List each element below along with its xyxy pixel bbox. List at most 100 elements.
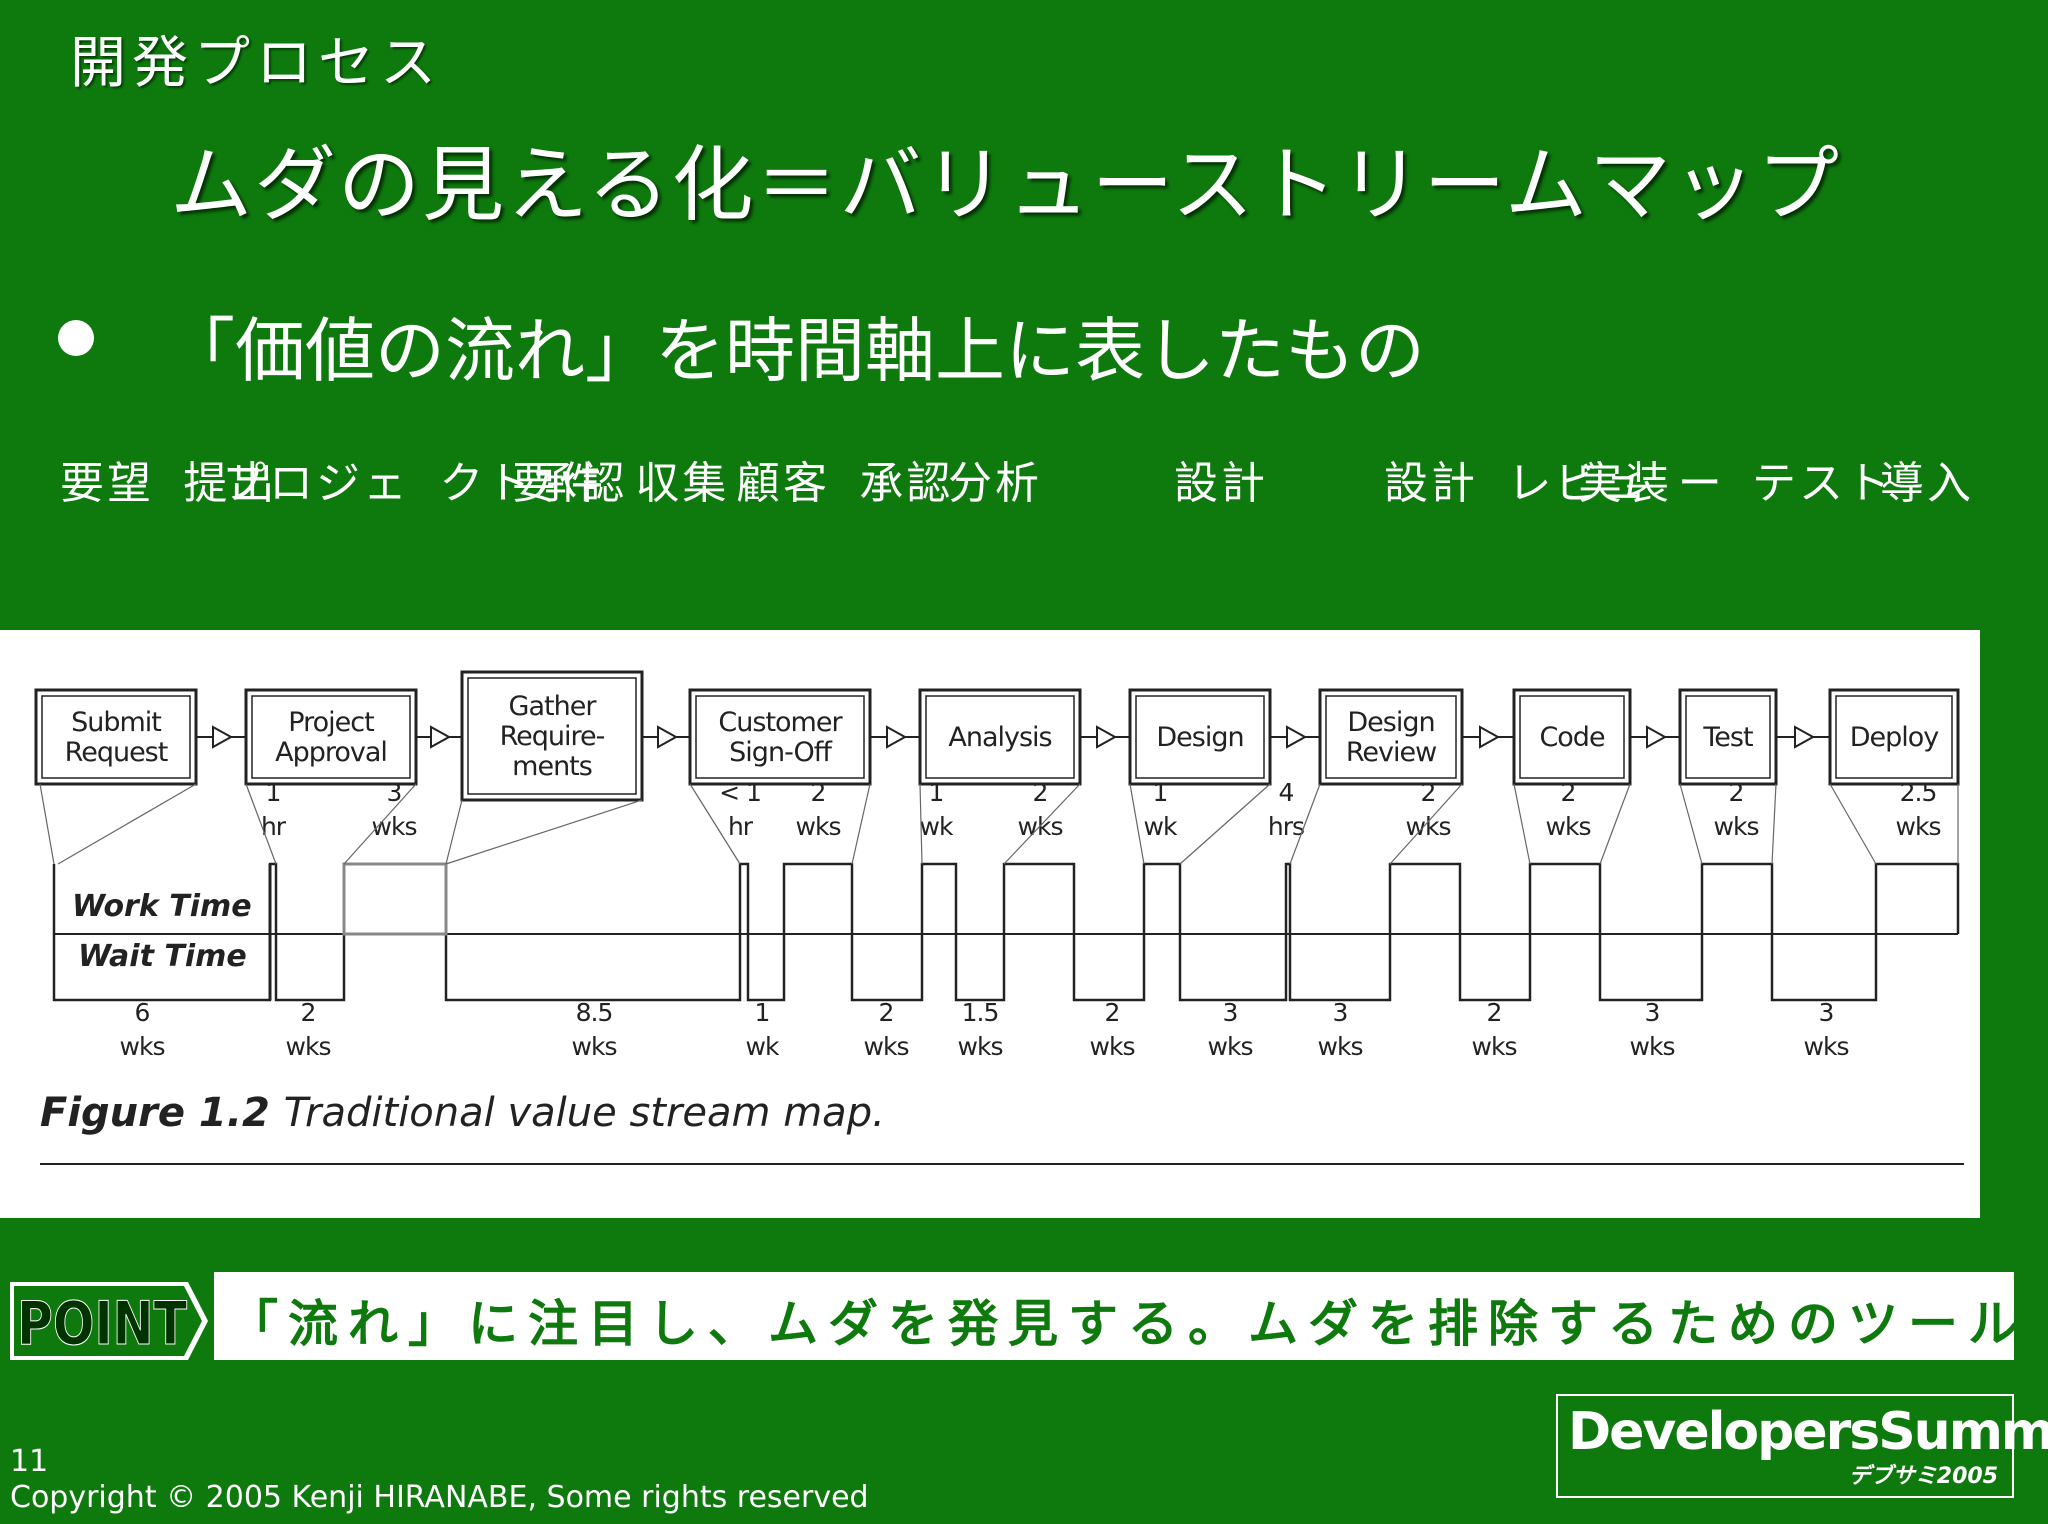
point-badge-label: POINT <box>17 1289 187 1359</box>
push-arrow-icon <box>886 725 908 749</box>
push-arrow-icon <box>1646 725 1668 749</box>
jp-step-deploy: 導入 <box>1880 462 1974 512</box>
logo-main-text: DevelopersSummit <box>1568 1402 2048 1462</box>
jp-step-design-review: 設計 レビュ ー <box>1384 462 1725 512</box>
slide-title: ムダの見える化＝バリューストリームマップ <box>170 138 1841 233</box>
connector-line <box>445 799 643 865</box>
process-box <box>1828 688 1960 786</box>
push-arrow-icon <box>1479 725 1501 749</box>
slide-section-title: 開発プロセス <box>70 31 442 96</box>
process-step-label: Design <box>1156 722 1243 753</box>
process-box-inner <box>467 677 637 795</box>
connector-line <box>1513 783 1531 865</box>
wait-time-label: Wait Time <box>78 939 247 974</box>
process-box-inner <box>1135 695 1265 779</box>
developers-summit-logo: DevelopersSummit デブサミ2005 <box>1556 1394 2048 1498</box>
process-box-inner <box>251 695 411 779</box>
process-step-label: Deploy <box>1850 722 1940 753</box>
jp-step-analysis: 分析 <box>948 462 1042 512</box>
connector-line <box>1179 783 1271 865</box>
push-arrow-icon <box>1286 725 1308 749</box>
push-arrow-icon <box>657 725 679 749</box>
jp-step-submit: 要望 提出 <box>60 462 278 512</box>
process-step-label: Analysis <box>948 722 1051 753</box>
connector-line <box>1771 783 1777 865</box>
bullet-dot <box>58 320 94 356</box>
process-box-inner <box>1835 695 1953 779</box>
timeline-wave <box>52 862 1960 1002</box>
jp-step-project-approval: プロジェ クト承認 <box>222 462 628 512</box>
process-box <box>918 688 1082 786</box>
point-badge: POINT <box>10 1282 208 1360</box>
process-box <box>1318 688 1464 786</box>
page-number: 11 <box>10 1444 49 1479</box>
connector-line <box>445 799 463 865</box>
jp-step-test: テスト <box>1752 462 1893 512</box>
push-arrow-icon <box>430 725 452 749</box>
connector-line <box>919 783 923 865</box>
figure-caption-number: Figure 1.2 <box>40 1090 284 1136</box>
figure-caption-text: Traditional value stream map. <box>284 1090 885 1136</box>
jp-step-code: 実装 <box>1578 462 1672 512</box>
connector-line <box>1829 783 1877 865</box>
process-step-label: Code <box>1539 722 1605 753</box>
process-box-inner <box>925 695 1075 779</box>
process-box-inner <box>1325 695 1457 779</box>
process-box <box>1128 688 1272 786</box>
work-time-label: Work Time <box>72 889 252 924</box>
bullet-text: 「価値の流れ」を時間軸上に表したもの <box>165 310 1425 392</box>
push-arrow-icon <box>1096 725 1118 749</box>
connector-line <box>343 783 417 865</box>
push-arrow-icon <box>212 725 234 749</box>
process-box-inner <box>1519 695 1625 779</box>
connector-line <box>851 783 871 865</box>
timeline-work-segment <box>342 862 448 936</box>
connector-line <box>1599 783 1631 865</box>
connector-line <box>1003 783 1081 865</box>
push-arrow-icon <box>1794 725 1816 749</box>
point-text: 「流れ」に注目し、ムダを発見する。ムダを排除するためのツール。 <box>228 1295 2048 1353</box>
connector-line <box>1129 783 1145 865</box>
jp-step-gather-requirements: 要件 収集 <box>512 462 730 512</box>
connector-line <box>39 783 55 865</box>
jp-step-customer-signoff: 顧客 承認 <box>736 462 954 512</box>
connector-line <box>57 783 197 865</box>
jp-step-design: 設計 <box>1174 462 1268 512</box>
process-box-inner <box>695 695 865 779</box>
connector-line <box>1389 783 1463 865</box>
connector-line <box>1679 783 1703 865</box>
process-box-inner <box>41 695 191 779</box>
connector-line <box>245 783 277 865</box>
process-box-inner <box>1685 695 1771 779</box>
process-step-label: Test <box>1702 722 1753 753</box>
process-box <box>244 688 418 786</box>
connector-line <box>689 783 741 865</box>
